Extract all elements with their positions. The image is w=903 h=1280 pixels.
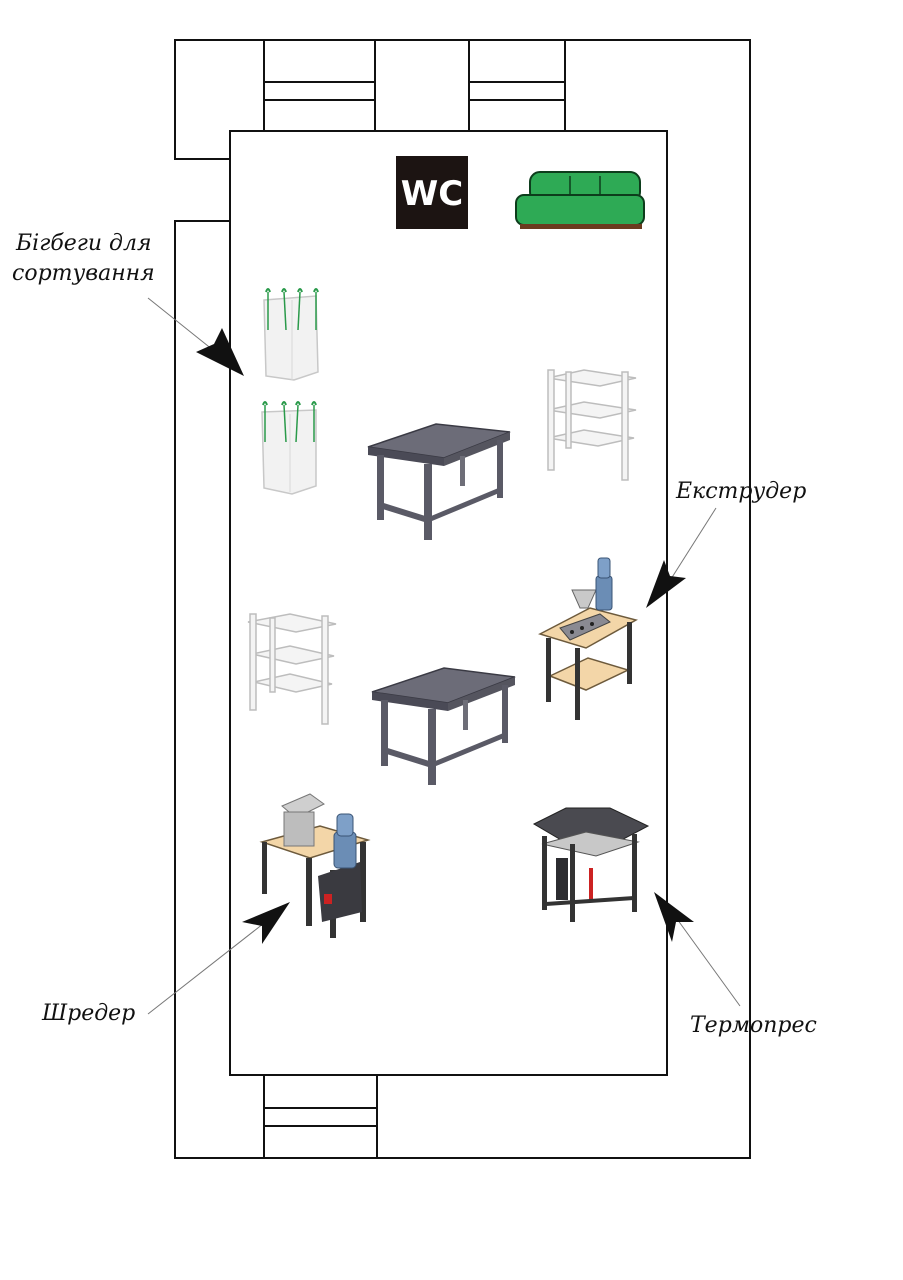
- pointer-arrow-thermopress: [654, 892, 741, 1007]
- wc-sign: WC: [396, 156, 468, 229]
- pointer-arrow-shredder: [147, 902, 290, 1015]
- workbench-table-icon: [371, 667, 516, 785]
- window-top-left: [263, 40, 376, 131]
- building-walls: [174, 39, 751, 1159]
- bigbag-icon: [261, 401, 317, 495]
- label-bigbags-line1: Бігбеги для: [16, 231, 152, 256]
- pointer-arrow-extruder: [646, 507, 717, 608]
- label-shredder: Шредер: [42, 1001, 136, 1026]
- label-extruder: Екструдер: [676, 479, 807, 504]
- pointer-arrow-bigbags: [147, 297, 244, 376]
- window-top-right: [468, 40, 566, 131]
- shelving-rack-icon: [547, 369, 637, 481]
- shredder-machine-icon: [259, 793, 371, 938]
- sofa-icon: [515, 171, 645, 229]
- bigbag-icon: [263, 288, 319, 381]
- window-bottom: [263, 1075, 378, 1158]
- workbench-table-icon: [367, 423, 511, 540]
- label-bigbags-line2: сортування: [12, 261, 155, 286]
- label-thermopress: Термопрес: [690, 1013, 817, 1038]
- shelving-rack-icon: [247, 613, 337, 725]
- thermopress-machine-icon: [532, 807, 650, 922]
- wc-text: WC: [401, 174, 463, 214]
- extruder-machine-icon: [538, 557, 638, 720]
